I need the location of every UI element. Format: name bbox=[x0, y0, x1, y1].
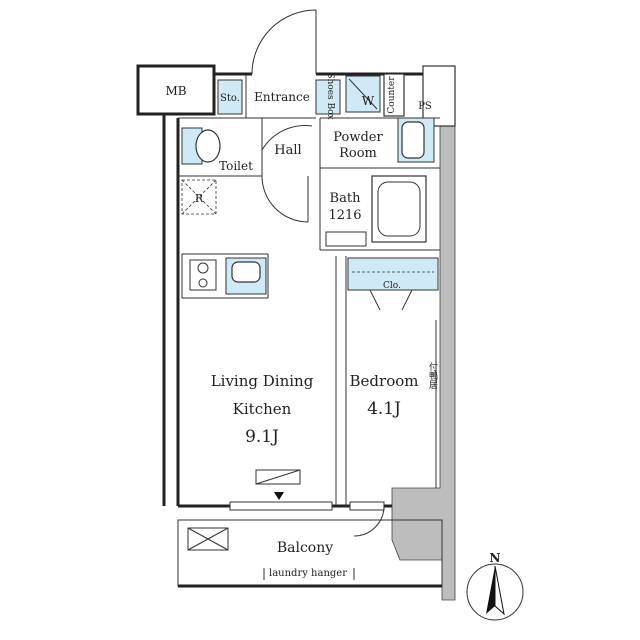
bedroom-size: 4.1J bbox=[367, 399, 401, 419]
outdoor-unit bbox=[187, 527, 229, 551]
bath-label-2: 1216 bbox=[328, 208, 361, 223]
bathtub bbox=[371, 175, 427, 243]
bath-bench bbox=[325, 231, 367, 247]
aircon-arrow-icon bbox=[274, 492, 284, 500]
compass-north-label: N bbox=[490, 551, 501, 565]
counter-label: Counter bbox=[387, 76, 397, 114]
refrigerator-diag-a bbox=[181, 179, 217, 215]
closet-door-a bbox=[369, 289, 381, 311]
mb-label: MB bbox=[165, 84, 186, 98]
powder-basin bbox=[401, 121, 425, 159]
closet-label: Clo. bbox=[383, 281, 401, 291]
closet-fixture bbox=[347, 257, 439, 291]
kitchen-sink bbox=[231, 261, 261, 283]
hall-door-arc bbox=[261, 125, 313, 151]
laundry-hanger-label: laundry hanger bbox=[269, 568, 347, 579]
hall-label: Hall bbox=[274, 143, 301, 158]
refrigerator-space bbox=[181, 179, 217, 215]
toilet-bowl bbox=[195, 129, 221, 163]
entrance-door bbox=[251, 9, 317, 75]
mb-box bbox=[136, 64, 216, 116]
refrigerator-label: R bbox=[195, 192, 204, 205]
ldk-label-1: Living Dining bbox=[211, 372, 314, 390]
compass: N bbox=[466, 551, 524, 621]
toilet-label: Toilet bbox=[219, 159, 253, 173]
aircon-mark bbox=[255, 469, 301, 485]
counter-fixture bbox=[383, 73, 405, 117]
washer-mark bbox=[348, 78, 378, 110]
washer-label: W bbox=[362, 94, 375, 108]
storage-label: Sto. bbox=[220, 93, 240, 104]
compass-needle-right bbox=[494, 565, 505, 616]
bedroom-window bbox=[349, 501, 385, 511]
aircon-unit bbox=[255, 469, 301, 485]
powder-room-label-1: Powder bbox=[333, 130, 383, 145]
balcony-label: Balcony bbox=[277, 540, 333, 556]
storage-fixture bbox=[217, 79, 243, 115]
ps-label: PS bbox=[418, 101, 432, 112]
right-column-top bbox=[422, 65, 456, 127]
bath-label-1: Bath bbox=[330, 191, 362, 206]
ldk-label-2: Kitchen bbox=[233, 400, 292, 418]
bedroom-door-arc bbox=[353, 505, 385, 537]
ldk-door-arc bbox=[261, 175, 309, 223]
entrance-label: Entrance bbox=[254, 90, 310, 104]
burner-1 bbox=[197, 262, 209, 274]
partitions bbox=[178, 117, 440, 506]
burner-2 bbox=[198, 278, 208, 288]
compass-ring bbox=[466, 563, 524, 621]
shoes-box-fixture bbox=[315, 79, 341, 115]
powder-room-label-2: Room bbox=[339, 146, 377, 161]
closet-door-b bbox=[401, 289, 413, 311]
entrance-door-arc bbox=[251, 9, 317, 75]
ldk-size: 9.1J bbox=[245, 427, 279, 447]
kitchen-counter bbox=[181, 253, 269, 299]
bedroom-label: Bedroom bbox=[350, 372, 419, 390]
cooktop bbox=[189, 259, 217, 291]
bedroom-note: 付鴨居 bbox=[427, 362, 438, 390]
bathtub-inner bbox=[377, 181, 421, 237]
compass-needle-left bbox=[486, 566, 495, 614]
ldk-window bbox=[229, 501, 333, 511]
refrigerator-diag-b bbox=[181, 179, 217, 215]
outdoor-unit-diag-b bbox=[187, 527, 229, 551]
shoes-box-label: Shoes Box bbox=[325, 72, 335, 119]
